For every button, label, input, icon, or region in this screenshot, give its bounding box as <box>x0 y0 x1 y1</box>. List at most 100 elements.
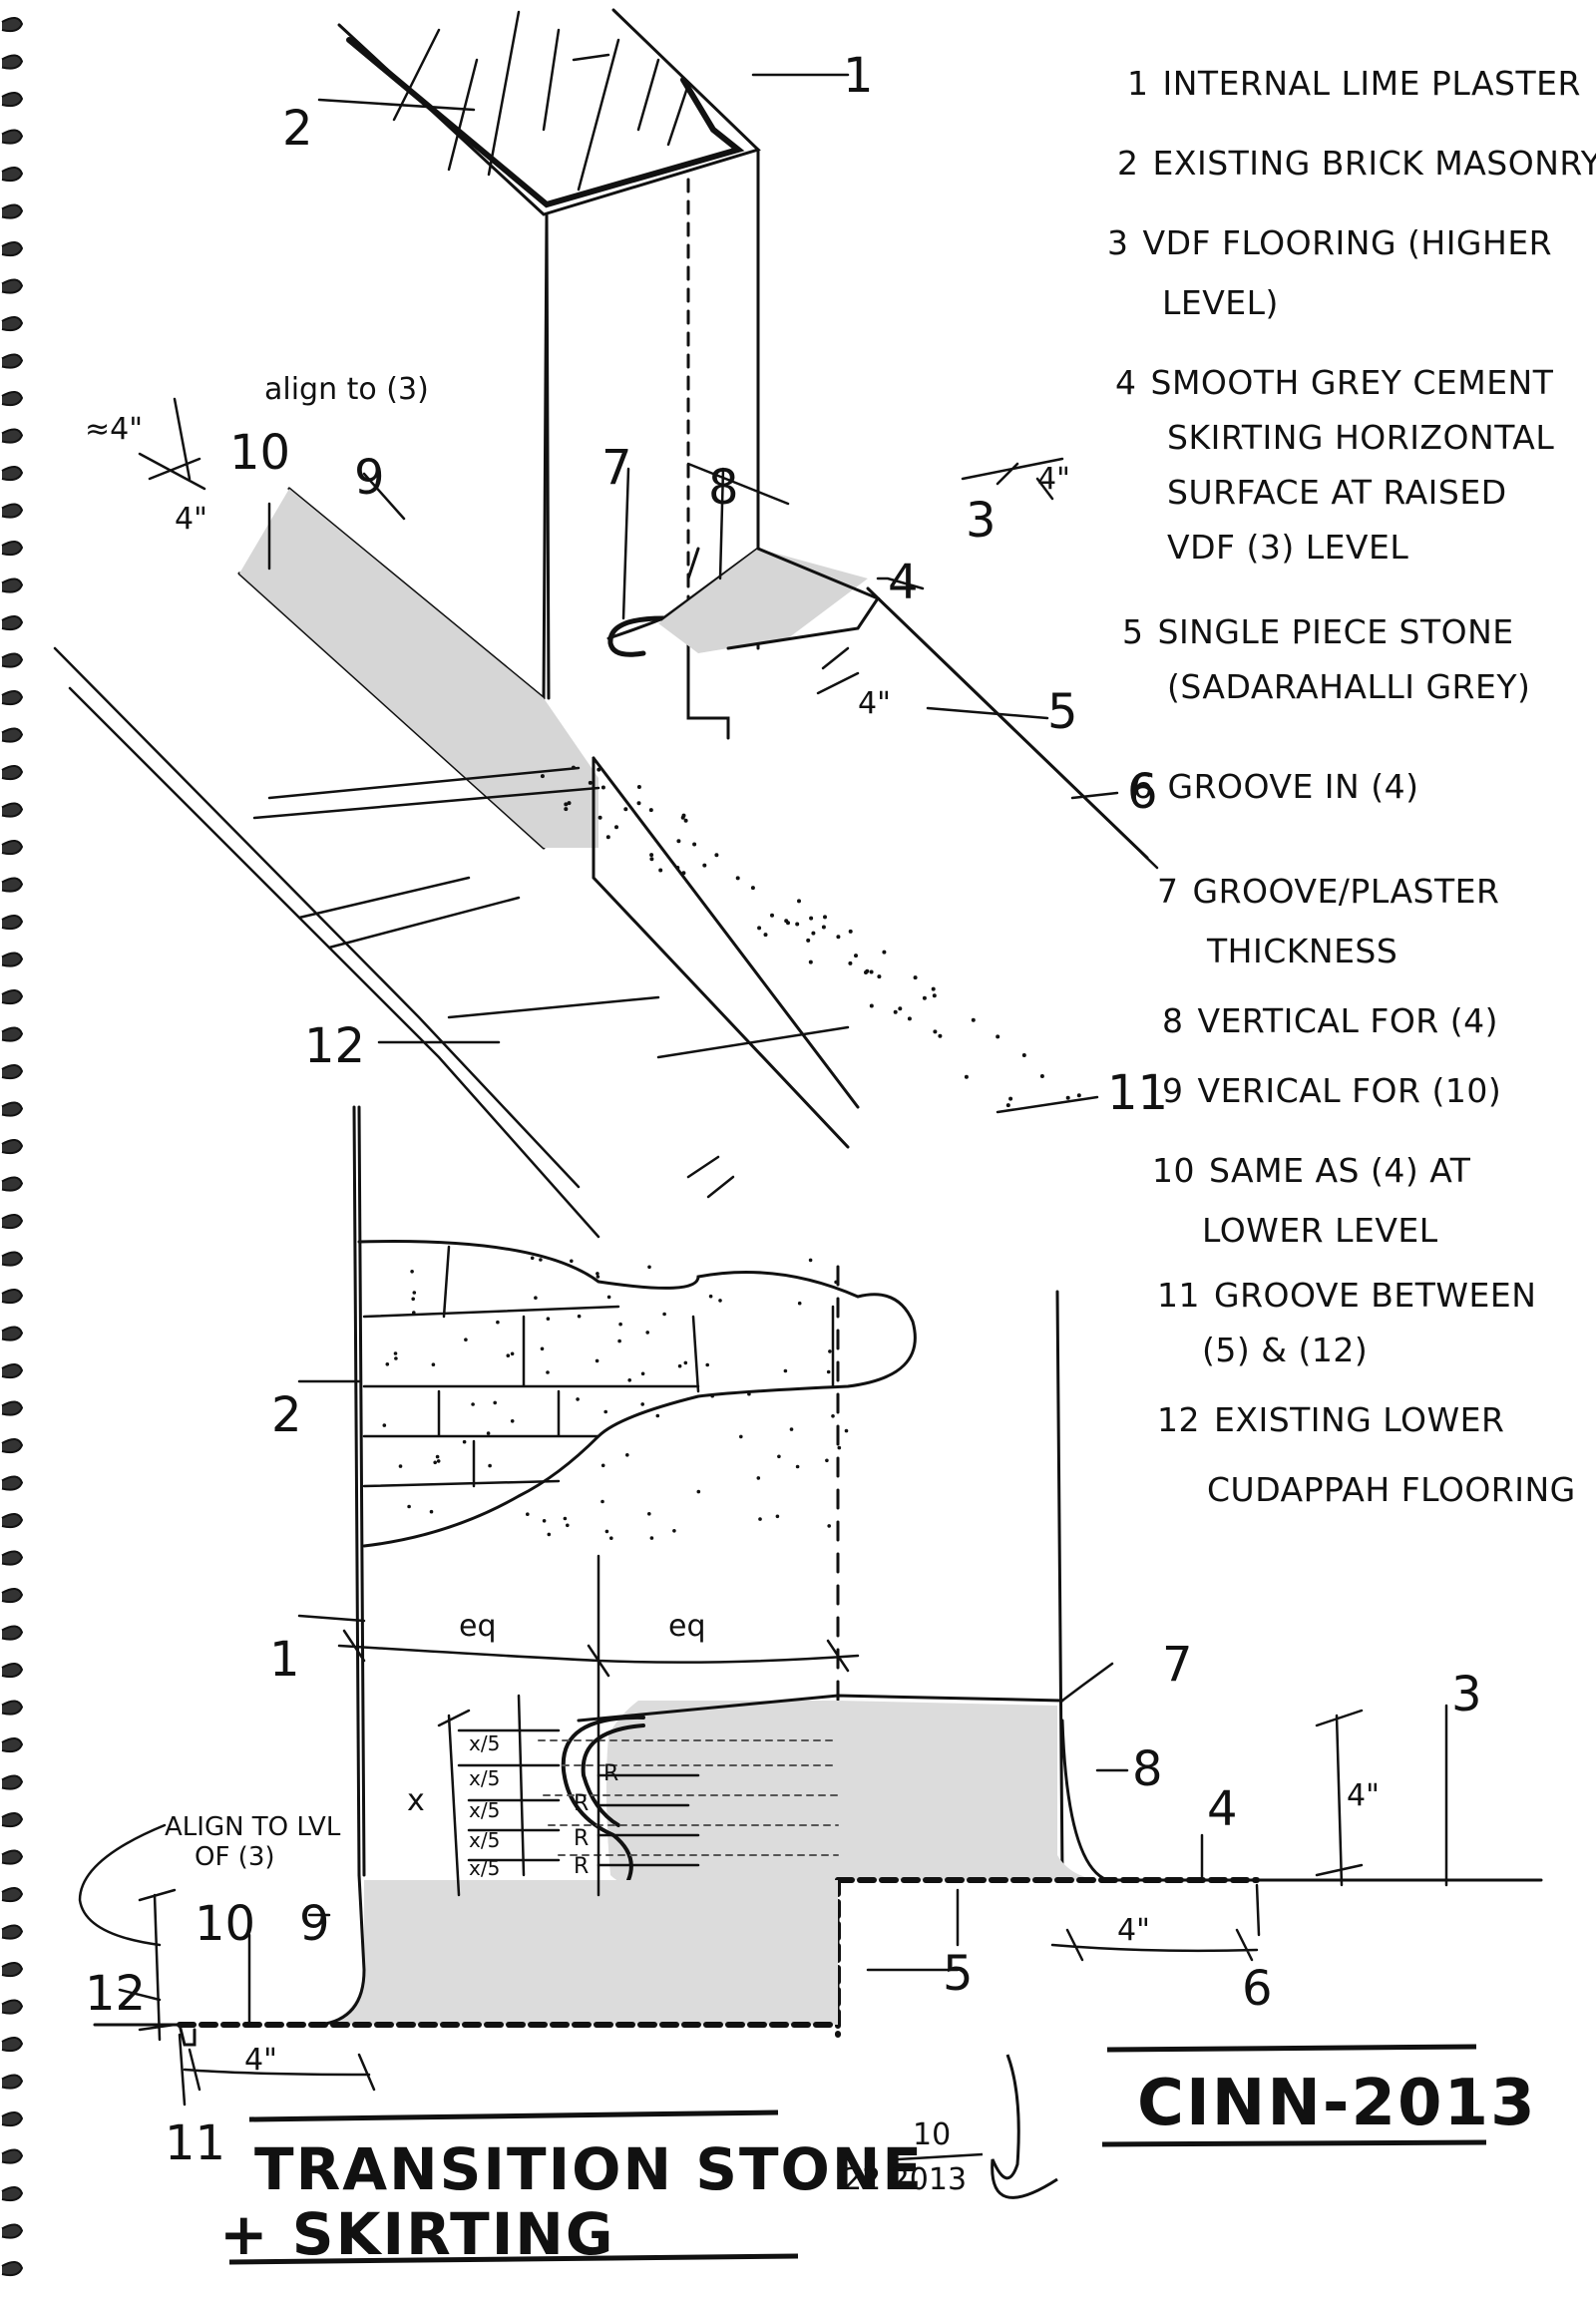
iso-dim-approx-4: ≈4" <box>85 412 143 447</box>
stipple-dot <box>394 1356 398 1360</box>
stipple-dot <box>645 1331 649 1335</box>
iso-callout-1: 1 <box>843 48 874 104</box>
skirting-8-top <box>577 1694 1064 1723</box>
stipple-dot <box>877 974 882 979</box>
stipple-dot <box>412 1291 417 1295</box>
iso-callout-10: 10 <box>229 425 290 481</box>
stipple-dot <box>577 1314 582 1319</box>
spiral-ring <box>1 2037 24 2053</box>
dim-10 <box>138 1888 251 2042</box>
stipple-dot <box>510 1419 515 1423</box>
stipple-dot <box>922 995 927 1000</box>
stipple-dot <box>784 919 789 924</box>
align-leader <box>78 1823 167 1947</box>
title-text: TRANSITION STONE + SKIRTING 10 22 2013 C… <box>219 2067 1535 2268</box>
stipple-dot <box>1005 1103 1010 1108</box>
stone-stipple <box>540 765 1081 1108</box>
stipple-dot <box>393 1351 398 1355</box>
stipple-dot <box>534 1296 538 1300</box>
spiral-ring <box>1 278 24 294</box>
stipple-dot <box>837 1445 842 1450</box>
spiral-ring <box>1 1663 24 1679</box>
title-block <box>228 2044 1487 2265</box>
stipple-dot <box>627 1378 631 1382</box>
skirting-8-fill <box>605 1701 1107 1898</box>
stipple-dot <box>826 1369 831 1374</box>
spiral-ring <box>1 1625 24 1641</box>
cudappah-joints <box>252 766 850 1059</box>
plaster-1-line <box>352 1105 361 1877</box>
section-dim-x5-e: x/5 <box>469 1856 500 1880</box>
stipple-dot <box>510 1351 515 1356</box>
section-dim-eq-2: eq <box>668 1609 706 1644</box>
stipple-dot <box>600 1499 604 1504</box>
iso-leaders <box>267 73 1119 1114</box>
iso-dim-4-right <box>961 457 1064 501</box>
section-dimensions: eq eq x x/5 x/5 x/5 x/5 x/5 R R R R 4" 4… <box>165 1609 1380 2078</box>
stipple-dot <box>756 1476 761 1480</box>
legend-7-line2: THICKNESS <box>1206 932 1397 970</box>
stipple-dot <box>681 871 686 876</box>
stipple-dot <box>604 1529 609 1534</box>
stipple-dot <box>1008 1096 1013 1101</box>
spiral-ring <box>1 1924 24 1940</box>
iso-align-note: align to (3) <box>264 372 429 407</box>
stipple-dot <box>739 1434 743 1439</box>
stipple-dot <box>938 1033 943 1038</box>
stipple-dot <box>540 774 545 779</box>
spiral-ring <box>1 54 24 70</box>
stipple-dot <box>735 876 740 881</box>
spiral-ring <box>1 877 24 893</box>
iso-callouts: 1 2 3 4 5 6 7 8 9 10 11 12 <box>229 48 1168 1121</box>
stipple-dot <box>1021 1053 1026 1057</box>
stipple-dot <box>848 929 853 934</box>
dim-4-upper <box>1315 1704 1448 1887</box>
dim-r-arrows <box>597 1773 700 1867</box>
spiral-ring <box>1 17 24 33</box>
stipple-dot <box>893 1009 898 1014</box>
spiral-ring <box>1 802 24 818</box>
spiral-ring <box>1 2261 24 2277</box>
stipple-dot <box>435 1454 440 1459</box>
dim-x5-ticks <box>457 1728 561 1862</box>
stipple-dot <box>869 969 874 974</box>
stipple-dot <box>811 931 816 936</box>
stipple-dot <box>606 1295 611 1300</box>
brick-masonry-2 <box>357 1240 917 1548</box>
iso-callout-3: 3 <box>966 493 997 549</box>
stipple-dot <box>655 1413 660 1418</box>
stipple-dot <box>708 1294 713 1299</box>
stipple-dot <box>546 1370 550 1374</box>
iso-dim-4-right-label: 4" <box>1037 462 1070 497</box>
spiral-ring <box>1 1550 24 1566</box>
section-view <box>78 1105 1543 2106</box>
stipple-dot <box>692 842 697 847</box>
stipple-dot <box>567 801 572 806</box>
stipple-dot <box>828 1349 832 1353</box>
stipple-dot <box>564 807 569 812</box>
stipple-dot <box>757 926 762 931</box>
section-dim-4-lower: 4" <box>244 2043 277 2078</box>
stipple-dot <box>649 1536 654 1540</box>
spiral-ring <box>1 915 24 931</box>
spiral-ring <box>1 1251 24 1267</box>
skirting-9-face-fill <box>239 489 598 848</box>
stone-5-groove-6 <box>876 596 1159 870</box>
spiral-ring <box>1 353 24 369</box>
stipple-dot <box>775 1514 780 1519</box>
spiral-ring <box>1 2148 24 2164</box>
stipple-dot <box>576 1397 580 1401</box>
stamp-bottom-line <box>1101 2139 1487 2147</box>
brick-courses <box>362 1245 835 1488</box>
title-underline-bottom <box>228 2253 799 2265</box>
stipple-dot <box>647 1512 651 1516</box>
stipple-dot <box>471 1402 475 1406</box>
spiral-ring <box>1 1849 24 1865</box>
iso-dim-4-bottom <box>816 646 860 695</box>
spiral-ring <box>1 1812 24 1828</box>
stipple-dot <box>964 1074 969 1079</box>
